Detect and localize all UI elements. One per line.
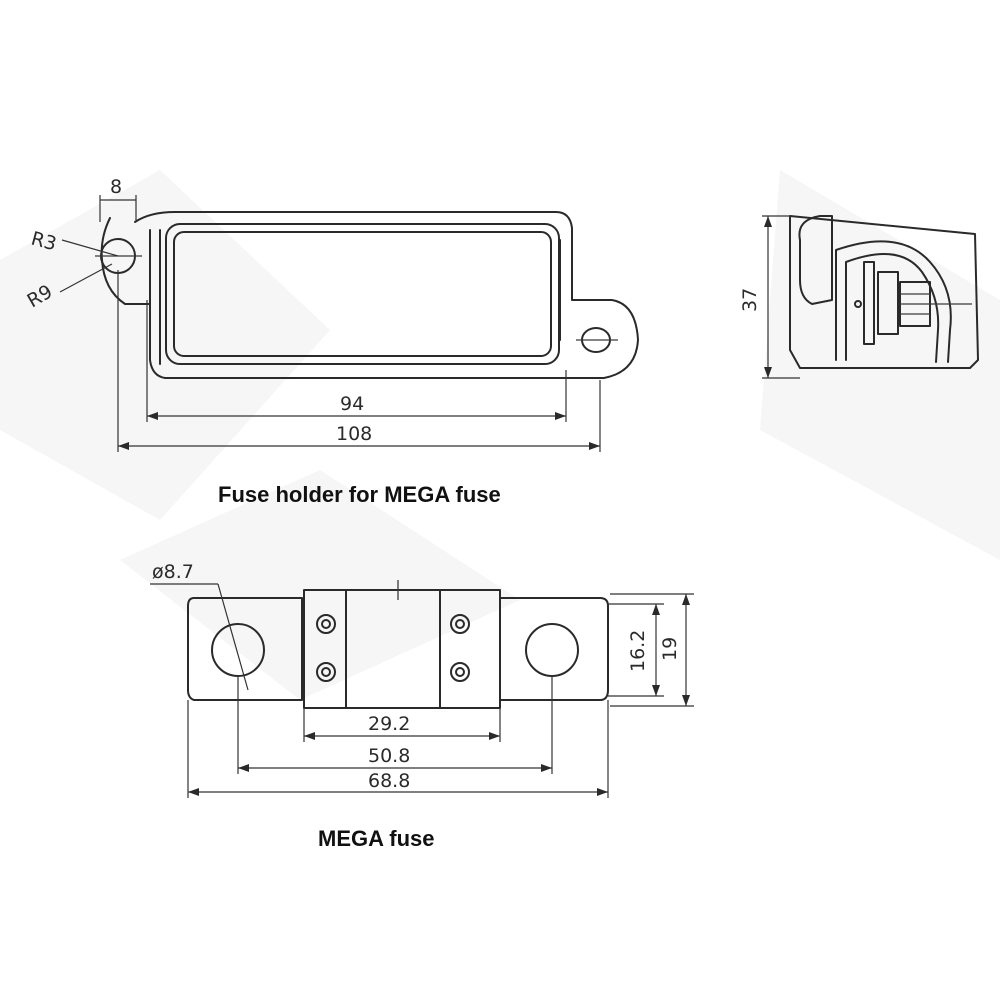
dim-body-width: 29.2 (368, 713, 410, 735)
fuse-holder-side-view: 37 (739, 215, 979, 379)
dim-inner-height: 16.2 (627, 630, 649, 672)
dim-overall-height: 19 (659, 637, 681, 661)
dim-overall-length: 108 (336, 423, 372, 445)
holder-caption: Fuse holder for MEGA fuse (218, 482, 501, 507)
dim-height: 37 (739, 288, 761, 312)
dim-inner-length: 94 (340, 393, 364, 415)
fuse-caption: MEGA fuse (318, 826, 435, 851)
dim-overall-length: 68.8 (368, 770, 410, 792)
dim-tab-width: 8 (110, 176, 122, 198)
dim-hole-diameter: ø8.7 (152, 561, 194, 583)
mega-fuse-drawing: ø8.7 29.2 50.8 68.8 16.2 (150, 561, 694, 798)
dim-hole-spacing: 50.8 (368, 745, 410, 767)
